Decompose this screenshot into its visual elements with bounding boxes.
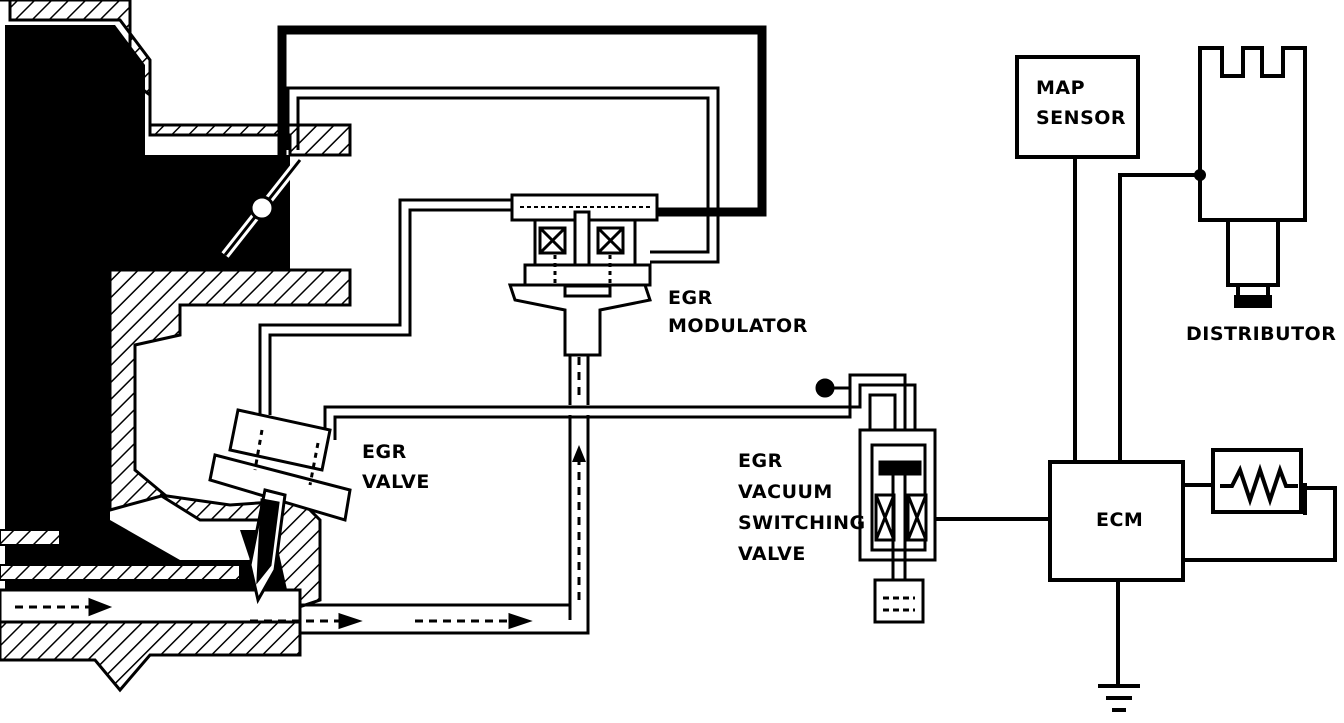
- egr-vsv-label-line3: SWITCHING: [738, 512, 866, 534]
- map-sensor-box: [1015, 55, 1140, 159]
- egr-valve-label-line1: EGR: [362, 441, 407, 463]
- egr-vacuum-switching-valve: [815, 378, 937, 624]
- egr-vsv-label-line4: VALVE: [738, 543, 806, 565]
- ecm-box: [1048, 460, 1185, 582]
- ground-icon: [1098, 684, 1140, 712]
- map-sensor-label-line2: SENSOR: [1036, 107, 1127, 129]
- distributor-label: DISTRIBUTOR: [1186, 323, 1337, 345]
- exhaust-flow-arrows: [15, 597, 533, 630]
- egr-modulator-label-line2: MODULATOR: [668, 315, 808, 337]
- egr-valve-label-line2: VALVE: [362, 471, 430, 493]
- egr-modulator-label-line1: EGR: [668, 287, 713, 309]
- resistor-icon: [1211, 448, 1303, 514]
- vacuum-hoses: [258, 25, 917, 635]
- egr-modulator: [507, 193, 659, 357]
- egr-valve: [208, 408, 352, 605]
- ecm-label: ECM: [1096, 509, 1144, 531]
- map-sensor-label-line1: MAP: [1036, 77, 1086, 99]
- distributor-icon: [1194, 46, 1307, 308]
- egr-vsv-label-line1: EGR: [738, 450, 783, 472]
- egr-vsv-label-line2: VACUUM: [738, 481, 833, 503]
